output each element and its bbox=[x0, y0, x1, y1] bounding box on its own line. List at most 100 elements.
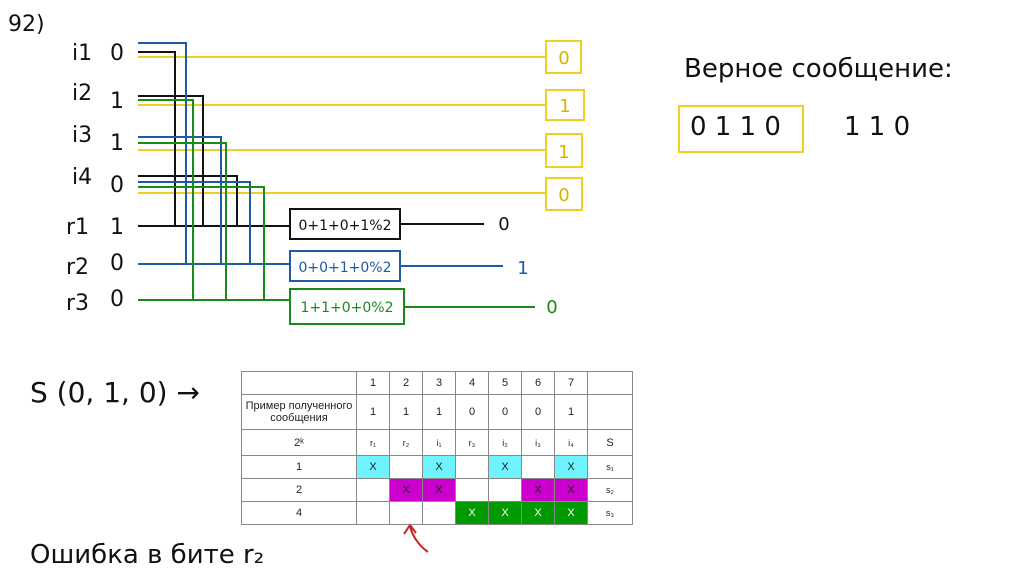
input-label-r1: r1 bbox=[66, 215, 89, 240]
syndrome-label: S (0, 1, 0) → bbox=[30, 376, 200, 409]
parity-box-r2 bbox=[289, 250, 401, 282]
correct-data-box bbox=[678, 105, 804, 153]
input-value-r1: 1 bbox=[110, 215, 124, 240]
input-value-i2: 1 bbox=[110, 89, 124, 114]
table-cell bbox=[455, 455, 489, 479]
table-cell: i₁ bbox=[422, 429, 456, 456]
table-cell: i₄ bbox=[554, 429, 588, 456]
table-cell bbox=[521, 455, 555, 479]
hamming-code-table: 1 2 3 4 5 6 7 Пример полученного сообщен… bbox=[241, 371, 633, 525]
output-boxes bbox=[545, 40, 585, 211]
table-cell: X bbox=[554, 501, 588, 525]
output-value-2: 1 bbox=[559, 96, 570, 117]
table-row-k2: 2 X X X X s₂ bbox=[241, 478, 633, 502]
correct-check-bits: 1 1 0 bbox=[844, 112, 911, 142]
table-row-k4: 4 X X X X s₃ bbox=[241, 501, 633, 525]
table-row-positions: 1 2 3 4 5 6 7 bbox=[241, 371, 633, 395]
table-cell: X bbox=[389, 478, 423, 502]
table-cell bbox=[587, 394, 633, 430]
table-cell bbox=[488, 478, 522, 502]
problem-number: 92) bbox=[8, 12, 45, 37]
received-label: Пример полученного сообщения bbox=[241, 394, 357, 430]
table-cell: X bbox=[422, 455, 456, 479]
table-cell: s₃ bbox=[587, 501, 633, 525]
correct-message-label: Верное сообщение: bbox=[684, 54, 953, 84]
input-value-r3: 0 bbox=[110, 287, 124, 312]
table-cell: 0 bbox=[488, 394, 522, 430]
parity-result-r1: 0 bbox=[498, 214, 509, 235]
table-cell: s₁ bbox=[587, 455, 633, 479]
parity-result-r3: 0 bbox=[546, 297, 557, 318]
input-value-i3: 1 bbox=[110, 131, 124, 156]
table-cell: 2 bbox=[389, 371, 423, 395]
table-cell: 7 bbox=[554, 371, 588, 395]
table-cell bbox=[587, 371, 633, 395]
table-cell: i₂ bbox=[488, 429, 522, 456]
data-lines bbox=[138, 56, 546, 194]
correct-data-bits: 0 1 1 0 bbox=[690, 112, 781, 142]
input-label-r2: r2 bbox=[66, 255, 89, 280]
table-cell: 1 bbox=[356, 394, 390, 430]
table-cell bbox=[241, 371, 357, 395]
parity-box-r3 bbox=[289, 288, 405, 325]
table-cell: 1 bbox=[356, 371, 390, 395]
parity-formula-r2: 0+0+1+0%2 bbox=[298, 260, 391, 276]
table-cell bbox=[356, 478, 390, 502]
table-cell bbox=[389, 455, 423, 479]
table-cell bbox=[356, 501, 390, 525]
input-label-i2: i2 bbox=[72, 81, 92, 106]
table-row-k1: 1 X X X X s₁ bbox=[241, 455, 633, 479]
parity-formula-r1: 0+1+0+1%2 bbox=[298, 218, 391, 234]
table-cell: S bbox=[587, 429, 633, 456]
table-cell: X bbox=[554, 455, 588, 479]
r2-wires bbox=[138, 42, 503, 267]
parity-formula-r3: 1+1+0+0%2 bbox=[300, 300, 393, 316]
output-value-1: 0 bbox=[558, 48, 569, 69]
r3-wires bbox=[138, 99, 535, 308]
parity-box-r1 bbox=[289, 208, 401, 240]
table-cell: 0 bbox=[521, 394, 555, 430]
input-label-i3: i3 bbox=[72, 123, 92, 148]
table-cell: X bbox=[455, 501, 489, 525]
table-cell: 1 bbox=[554, 394, 588, 430]
table-cell: 1 bbox=[241, 455, 357, 479]
table-cell: 0 bbox=[455, 394, 489, 430]
table-cell: i₃ bbox=[521, 429, 555, 456]
table-cell: 4 bbox=[455, 371, 489, 395]
table-cell bbox=[389, 501, 423, 525]
table-cell: r₃ bbox=[455, 429, 489, 456]
table-cell: X bbox=[554, 478, 588, 502]
table-row-received: Пример полученного сообщения 1 1 1 0 0 0… bbox=[241, 394, 633, 430]
table-cell: 2ᵏ bbox=[241, 429, 357, 456]
input-value-r2: 0 bbox=[110, 251, 124, 276]
table-cell: 4 bbox=[241, 501, 357, 525]
table-cell: 3 bbox=[422, 371, 456, 395]
output-value-3: 1 bbox=[558, 142, 569, 163]
input-value-i4: 0 bbox=[110, 173, 124, 198]
input-label-i1: i1 bbox=[72, 41, 92, 66]
r1-wires bbox=[138, 51, 484, 227]
table-cell: r₁ bbox=[356, 429, 390, 456]
table-cell: 1 bbox=[422, 394, 456, 430]
error-arrow-icon bbox=[403, 523, 429, 553]
table-cell: X bbox=[521, 478, 555, 502]
table-row-bit-names: 2ᵏ r₁ r₂ i₁ r₃ i₂ i₃ i₄ S bbox=[241, 429, 633, 456]
table-cell: r₂ bbox=[389, 429, 423, 456]
table-cell bbox=[422, 501, 456, 525]
error-note: Ошибка в бите r₂ bbox=[30, 540, 265, 570]
table-cell: X bbox=[356, 455, 390, 479]
table-cell: 1 bbox=[389, 394, 423, 430]
table-cell: s₂ bbox=[587, 478, 633, 502]
parity-result-r2: 1 bbox=[517, 258, 528, 279]
table-cell: X bbox=[488, 501, 522, 525]
output-value-4: 0 bbox=[558, 185, 569, 206]
table-cell: 6 bbox=[521, 371, 555, 395]
input-value-i1: 0 bbox=[110, 41, 124, 66]
table-cell: 2 bbox=[241, 478, 357, 502]
table-cell: X bbox=[488, 455, 522, 479]
table-cell: X bbox=[422, 478, 456, 502]
table-cell: X bbox=[521, 501, 555, 525]
table-cell: 5 bbox=[488, 371, 522, 395]
input-label-r3: r3 bbox=[66, 291, 89, 316]
